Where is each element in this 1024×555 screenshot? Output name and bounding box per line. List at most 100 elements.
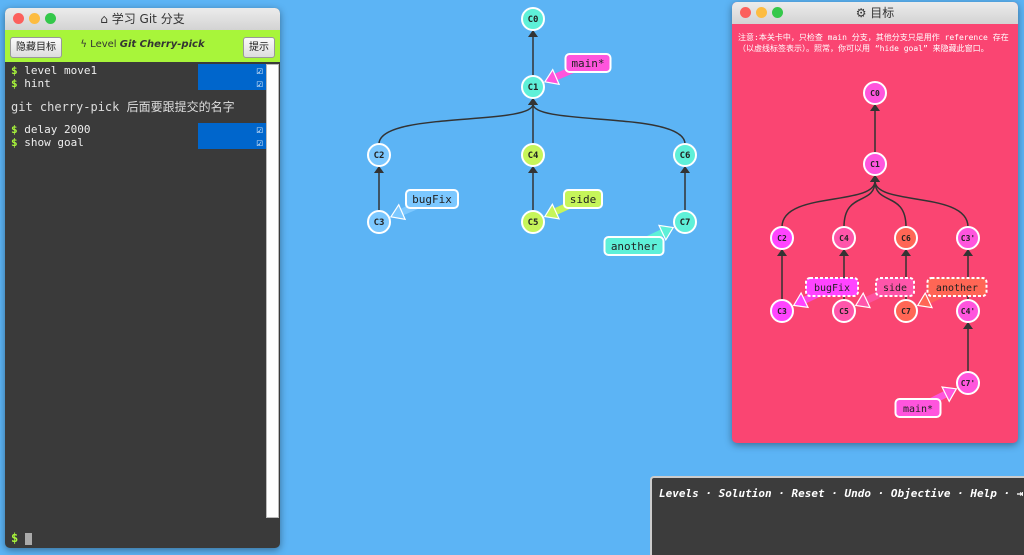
commit-node (521, 143, 545, 167)
hide-goal-button[interactable]: 隐藏目标 (10, 37, 62, 58)
commit-edge (874, 180, 907, 228)
branch-label: bugFix (412, 193, 452, 206)
arrowhead-icon (963, 249, 973, 256)
exit-icon[interactable]: ⇥ (1016, 487, 1024, 500)
arrowhead-icon (870, 104, 880, 111)
separator: · (950, 487, 971, 500)
goal-note: 注意:本关卡中，只检查 main 分支，其他分支只是用作 reference 存… (738, 33, 1009, 53)
arrowhead-icon (374, 166, 384, 173)
goal-titlebar: ⚙ 目标 (732, 2, 1018, 24)
checkbox-icon: ☑ (198, 123, 266, 136)
commit-node (521, 210, 545, 234)
commit-edge (532, 103, 686, 145)
maximize-button[interactable] (772, 7, 783, 18)
maximize-button[interactable] (45, 13, 56, 24)
branch-tag (603, 236, 665, 256)
commit-edge (843, 180, 876, 228)
commit-label: C0 (528, 15, 539, 25)
menu-solution[interactable]: Solution (718, 487, 772, 500)
arrowhead-icon (528, 166, 538, 173)
commit-label: C4 (839, 234, 849, 243)
branch-label: side (883, 283, 907, 294)
arrowhead-icon (963, 322, 973, 329)
separator: · (996, 487, 1017, 500)
minimize-button[interactable] (756, 7, 767, 18)
arrowhead-icon (777, 249, 787, 256)
commit-label: C1 (870, 160, 880, 169)
menu-objective[interactable]: Objective (890, 487, 951, 500)
branch-arrowhead-icon (543, 203, 561, 220)
commit-node (521, 7, 545, 31)
arrowhead-icon (901, 249, 911, 256)
commit-node (956, 299, 980, 323)
command-input[interactable]: $ (11, 531, 33, 545)
branch-tag (805, 277, 859, 297)
commit-label: C3 (777, 307, 787, 316)
commit-node (673, 143, 697, 167)
branch-tag (894, 398, 942, 418)
commit-node (894, 226, 918, 250)
branch-arrowhead-icon (854, 291, 872, 309)
arrowhead-icon (528, 30, 538, 37)
menu-undo[interactable]: Undo (844, 487, 871, 500)
terminal-window: ⌂ 学习 Git 分支 隐藏目标 ϟ Level Git Cherry-pick… (5, 8, 280, 548)
branch-tag (564, 53, 612, 73)
commit-node (832, 299, 856, 323)
commit-node (956, 371, 980, 395)
level-name: Git Cherry-pick (119, 39, 205, 50)
commit-node (832, 226, 856, 250)
commit-label: C7 (901, 307, 911, 316)
menu-levels[interactable]: Levels (659, 487, 699, 500)
branch-arrowhead-icon (916, 291, 934, 309)
close-button[interactable] (740, 7, 751, 18)
branch-tag (926, 277, 988, 297)
commit-label: C2 (777, 234, 787, 243)
terminal-title: 学习 Git 分支 (111, 12, 185, 26)
separator: · (698, 487, 719, 500)
commit-node (673, 210, 697, 234)
commit-node (770, 226, 794, 250)
commit-node (521, 75, 545, 99)
level-toolbar: 隐藏目标 ϟ Level Git Cherry-pick 提示 (5, 30, 280, 62)
commit-node (367, 210, 391, 234)
goal-window: ⚙ 目标 注意:本关卡中，只检查 main 分支，其他分支只是用作 refere… (732, 2, 1018, 443)
commit-label: C2 (374, 151, 385, 161)
branch-label: side (570, 193, 597, 206)
arrowhead-icon (870, 175, 880, 182)
command-line: $ delay 2000☑ (11, 123, 266, 136)
commit-label: C4' (961, 307, 975, 316)
commit-node (367, 143, 391, 167)
scrollbar[interactable] (266, 64, 279, 518)
minimize-button[interactable] (29, 13, 40, 24)
separator: · (870, 487, 891, 500)
commit-label: C3 (374, 218, 385, 228)
branch-arrowhead-icon (792, 291, 810, 309)
hint-button[interactable]: 提示 (243, 37, 275, 58)
commit-node (770, 299, 794, 323)
branch-label: another (611, 240, 658, 253)
commit-edge (874, 180, 969, 228)
close-button[interactable] (13, 13, 24, 24)
arrowhead-icon (839, 249, 849, 256)
commit-label: C7' (961, 379, 975, 388)
command-line: $ level move1☑ (11, 64, 266, 77)
goal-title: 目标 (870, 6, 895, 20)
branch-label: main* (903, 404, 933, 415)
commit-node (863, 81, 887, 105)
command-line: $ hint☑ (11, 77, 266, 90)
branch-tag (875, 277, 915, 297)
lightning-icon: ϟ (80, 39, 87, 50)
branch-label: another (936, 283, 978, 294)
commit-label: C6 (680, 151, 691, 161)
commit-edge (781, 180, 876, 228)
commit-label: C3' (961, 234, 975, 243)
bottom-menu: Levels · Solution · Reset · Undo · Objec… (650, 476, 1024, 555)
branch-label: main* (571, 57, 604, 70)
hint-message: git cherry-pick 后面要跟提交的名字 (11, 100, 235, 114)
menu-reset[interactable]: Reset (791, 487, 825, 500)
checkbox-icon: ☑ (198, 64, 266, 77)
menu-help[interactable]: Help (970, 487, 997, 500)
commit-label: C6 (901, 234, 911, 243)
arrowhead-icon (680, 166, 690, 173)
